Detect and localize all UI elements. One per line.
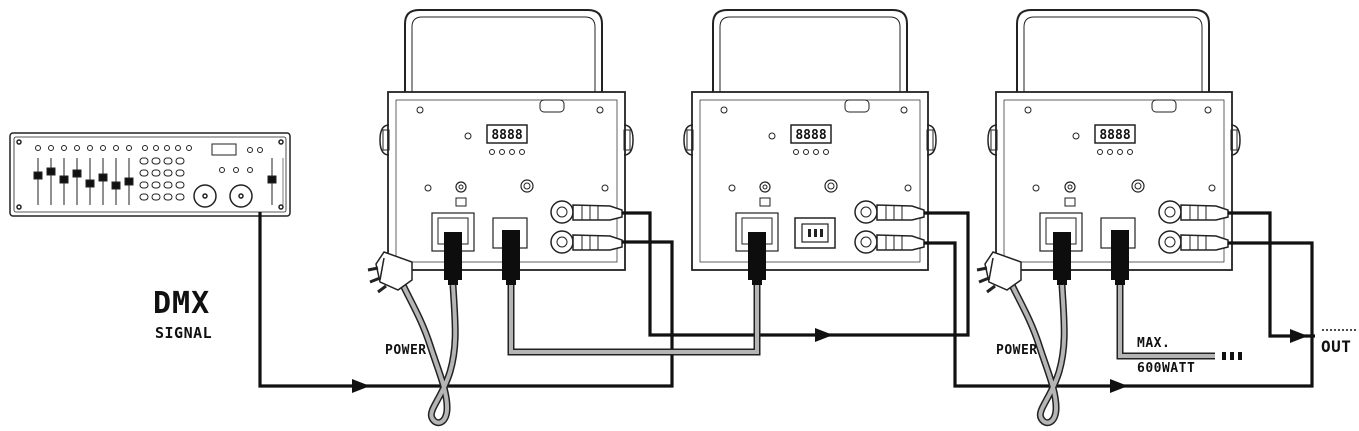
mains-cord-left — [399, 283, 459, 427]
fixture-2-display-text: 8888 — [795, 128, 826, 143]
signal-label: SIGNAL — [155, 324, 213, 342]
dmx-cable-fixture-1-to-fixture-2 — [622, 211, 970, 337]
fixture-2-display — [790, 124, 832, 144]
power-label-left: POWER — [385, 343, 427, 358]
fixture-3-display-text: 8888 — [1099, 128, 1130, 143]
controller-faders — [33, 158, 284, 205]
fixture-1-power-out-plug — [502, 230, 520, 280]
dmx-cable-fixture-2-to-fixture-3 — [924, 241, 1314, 388]
dmx-cable-controller-to-fixture-1 — [258, 212, 674, 388]
controller-lcd — [211, 143, 237, 156]
mains-plug-left — [367, 251, 413, 294]
power-label-right: POWER — [996, 343, 1038, 358]
fixture-2-power-out-socket — [794, 217, 836, 249]
controller-button-grid — [139, 157, 185, 201]
out-label: OUT — [1321, 337, 1352, 356]
fixture-2-power-in-plug — [748, 232, 766, 280]
controller-jog-wheel-left — [193, 184, 217, 208]
fixture-2: 8888 — [683, 9, 937, 271]
controller-top-buttons — [35, 145, 192, 151]
dmx-cables — [258, 211, 1315, 388]
arrow-right-icon — [815, 328, 833, 342]
fixture-3-power-out-plug — [1111, 230, 1129, 280]
controller-jog-wheel-right — [229, 184, 253, 208]
signal-arrows — [352, 328, 1308, 393]
dmx-label: DMX — [153, 286, 211, 321]
fixture-1-display — [486, 124, 528, 144]
arrow-right-icon — [1290, 329, 1308, 343]
mains-plug-right — [976, 251, 1022, 294]
max-label: MAX. — [1137, 336, 1171, 351]
fixture-3-power-in-plug — [1053, 232, 1071, 280]
dmx-cable-fixture-3-out — [1228, 211, 1315, 338]
fixture-1-display-text: 8888 — [491, 128, 522, 143]
mains-cord-right — [1008, 283, 1068, 427]
power-link-cables — [507, 285, 1215, 360]
fixture-3-display — [1094, 124, 1136, 144]
dmx-controller — [9, 132, 291, 217]
fixture-1-power-in-plug — [444, 232, 462, 280]
arrow-right-icon — [352, 379, 370, 393]
arrow-right-icon — [1110, 379, 1128, 393]
max-wattage-label: 600WATT — [1137, 361, 1196, 376]
